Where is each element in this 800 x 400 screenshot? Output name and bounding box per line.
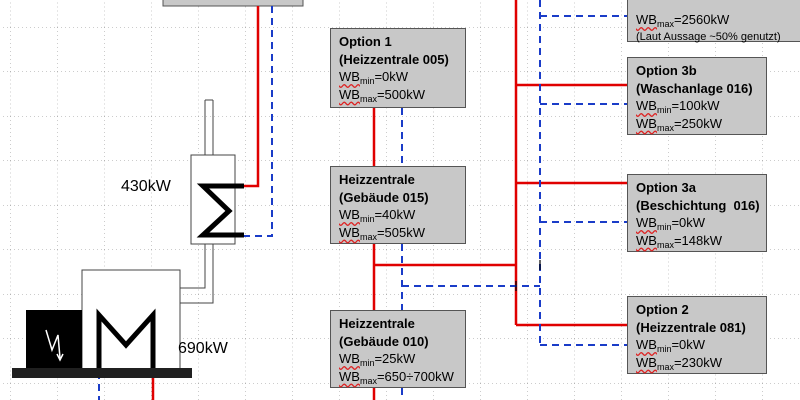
box-title: Option 3b	[636, 63, 697, 78]
wbmax-line: WBmax=2560kW	[636, 12, 730, 29]
box-subtitle: (Beschichtung 016)	[636, 197, 760, 213]
box-option-1: Option 1 (Heizzentrale 005) WBmin=0kW WB…	[330, 28, 466, 108]
wbmax-line: WBmax=230kW	[636, 354, 723, 372]
box-subtitle: (Heizzentrale 081)	[636, 319, 746, 335]
usage-note: (Laut Aussage ~50% genutzt)	[636, 30, 781, 43]
box-subtitle: (Waschanlage 016)	[636, 80, 753, 96]
box-heizzentrale-010: Heizzentrale (Gebäude 010) WBmin=25kW WB…	[330, 310, 466, 388]
return-lines	[98, 0, 627, 400]
wbmin-line: WBmin=0kW	[636, 215, 706, 232]
box-heizzentrale-015: Heizzentrale (Gebäude 015) WBmin=40kW WB…	[330, 166, 466, 244]
box-option-3b: Option 3b (Waschanlage 016) WBmin=100kW …	[627, 57, 767, 135]
box-title: Option 2	[636, 302, 689, 317]
chp-to-hx-pipe	[180, 99, 214, 304]
wbmin-line: WBmin=0kW	[339, 69, 409, 86]
wbmin-line: WBmin=25kW	[339, 351, 416, 368]
wbmax-line: WBmax=250kW	[636, 115, 723, 133]
junction-ticks	[515, 260, 541, 291]
box-title: Option 1	[339, 34, 392, 49]
box-title: Heizzentrale	[339, 172, 415, 187]
hx-power-label: 430kW	[121, 178, 171, 195]
box-subtitle: (Gebäude 010)	[339, 333, 429, 349]
box-option-3a: Option 3a (Beschichtung 016) WBmin=0kW W…	[627, 174, 767, 252]
box-option-2: Option 2 (Heizzentrale 081) WBmin=0kW WB…	[627, 296, 767, 374]
top-left-box-fragment	[162, 0, 304, 7]
box-title: Heizzentrale	[339, 316, 415, 331]
wbmax-line: WBmax=505kW	[339, 224, 426, 242]
heat-exchanger-icon	[190, 154, 244, 245]
wbmin-line: WBmin=100kW	[636, 98, 720, 115]
wbmax-line: WBmax=650÷700kW	[339, 368, 454, 386]
return-line-hx	[234, 6, 273, 237]
chp-generator-icon	[12, 269, 192, 378]
wbmin-line: WBmin=0kW	[636, 337, 706, 354]
wbmax-line: WBmax=500kW	[339, 86, 426, 104]
box-subtitle: (Gebäude 015)	[339, 189, 429, 205]
wbmin-line: WBmin=40kW	[339, 207, 416, 224]
box-top-right: WBmax=2560kW (Laut Aussage ~50% genutzt)	[627, 0, 800, 43]
box-title: Option 3a	[636, 180, 696, 195]
box-subtitle: (Heizzentrale 005)	[339, 51, 449, 67]
wbmax-line: WBmax=148kW	[636, 232, 723, 250]
chp-power-label: 690kW	[178, 340, 228, 357]
